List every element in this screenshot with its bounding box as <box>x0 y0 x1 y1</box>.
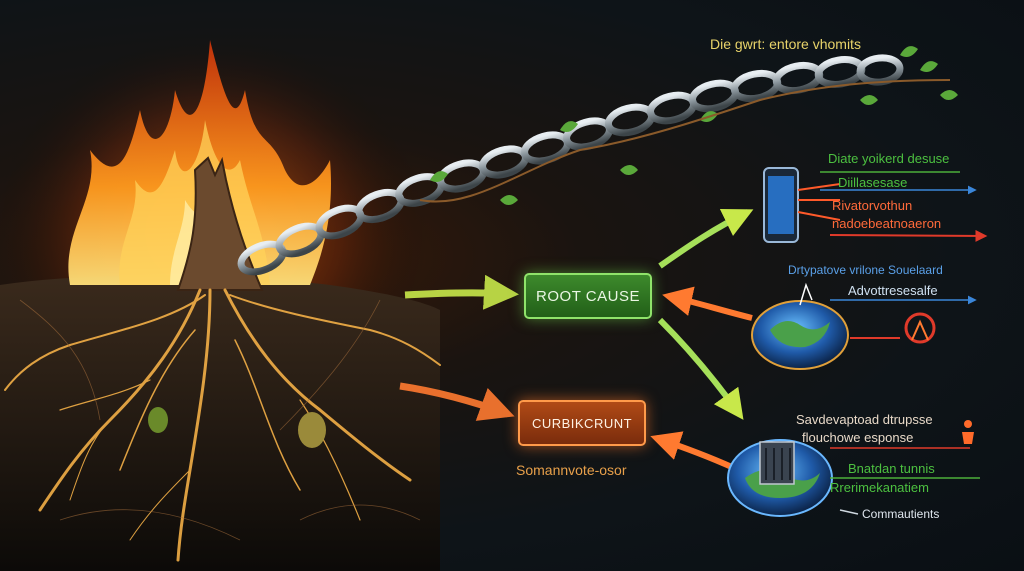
root-cause-box[interactable]: ROOT CAUSE <box>524 273 652 319</box>
vine <box>419 79 951 203</box>
sub-cause-box[interactable]: CURBIKCRUNT <box>518 400 646 446</box>
globe-bottom-line-5: Commautients <box>862 507 940 521</box>
arrow-root-to-device <box>658 208 754 269</box>
globe-top-heading: Drtypatove vrilone Souelaard <box>788 263 943 277</box>
vine-leaves <box>430 46 958 205</box>
globe-bottom-line-white <box>839 509 859 515</box>
sub-cause-label: CURBIKCRUNT <box>531 415 633 431</box>
arrow-globe-to-root <box>662 286 753 321</box>
server-globe-icon <box>727 439 833 517</box>
glowing-roots <box>4 288 441 562</box>
globe-bottom-line-1: Savdevaptoad dtrupsse <box>796 412 933 427</box>
arrow-to-root-cause <box>404 274 519 310</box>
leaf-icon <box>298 412 326 448</box>
globe-top-line-1: Advottresesalfe <box>848 283 938 298</box>
device-line-2: Diillasesase <box>838 175 908 190</box>
chain-icon <box>237 54 904 276</box>
root-cause-label: ROOT CAUSE <box>536 287 640 305</box>
person-icon <box>962 420 974 444</box>
top-caption: Die gwrt: entore vhomits <box>710 36 861 52</box>
arrow-root-to-globe-bottom <box>657 317 744 420</box>
root-web <box>19 299 421 541</box>
arrow-globe-to-sub <box>650 431 736 471</box>
device-line-red <box>829 229 988 242</box>
alert-icon <box>904 312 936 344</box>
ground <box>0 275 440 571</box>
leaf-icon <box>148 407 168 433</box>
globe-bottom-line-4: Rrerimekanatiem <box>830 480 929 495</box>
smartphone-icon <box>763 167 841 243</box>
globe-bottom-line-3: Bnatdan tunnis <box>848 461 935 476</box>
globe-icon <box>751 282 849 370</box>
arrow-to-sub-cause <box>399 382 515 421</box>
sub-caption: Somannvote-osor <box>516 462 627 478</box>
device-line-1: Diate yoikerd desuse <box>828 151 950 166</box>
globe-bottom-line-2: flouchowe esponse <box>802 430 914 445</box>
device-line-4: nadoebeatnoaeron <box>832 216 942 231</box>
device-line-3: Rivatorvothun <box>832 198 913 213</box>
